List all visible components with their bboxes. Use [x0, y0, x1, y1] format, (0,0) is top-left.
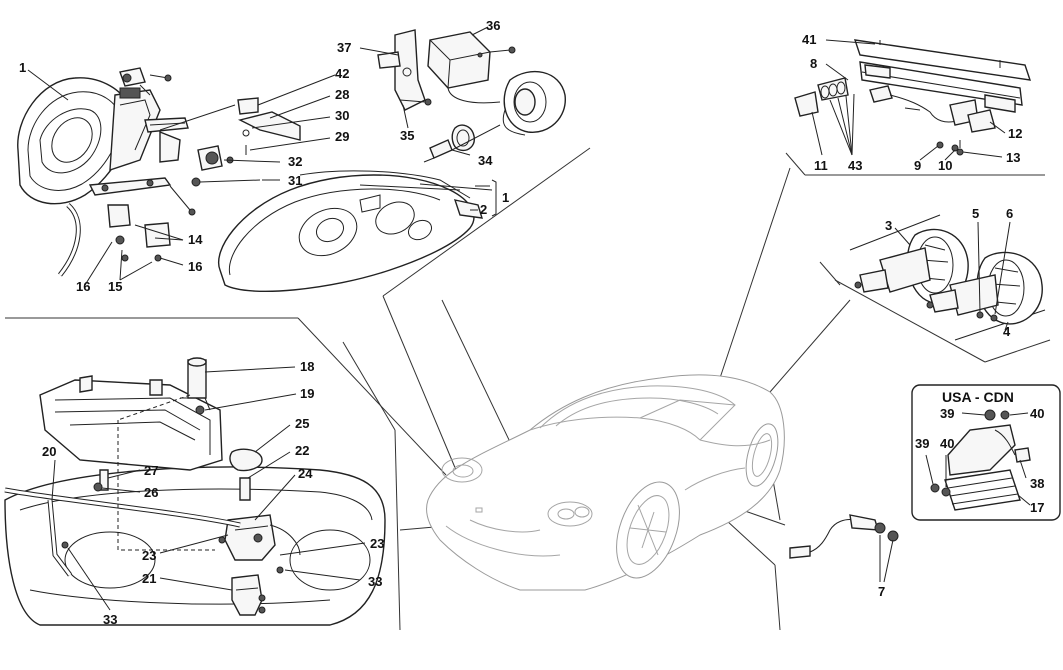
- brake-light-assembly: [794, 39, 1032, 156]
- callout-32: 32: [288, 154, 302, 169]
- callout-18: 18: [300, 359, 314, 374]
- callout-17: 17: [1030, 500, 1044, 515]
- sensor-cable: [789, 514, 899, 559]
- callout-31: 31: [288, 173, 302, 188]
- callout-16b: 16: [76, 279, 90, 294]
- callout-4: 4: [1003, 324, 1011, 339]
- callout-15: 15: [108, 279, 122, 294]
- callout-11: 11: [814, 158, 828, 173]
- callout-1: 1: [19, 60, 26, 75]
- callout-2: 2: [480, 202, 487, 217]
- callout-33b: 33: [103, 612, 117, 627]
- callout-34: 34: [478, 153, 493, 168]
- callout-27: 27: [144, 463, 158, 478]
- callout-33a: 33: [368, 574, 382, 589]
- callout-7: 7: [878, 584, 885, 599]
- callout-30: 30: [335, 108, 349, 123]
- callout-9: 9: [914, 158, 921, 173]
- callout-43: 43: [848, 158, 862, 173]
- callout-28: 28: [335, 87, 349, 102]
- callout-41: 41: [802, 32, 816, 47]
- callout-23b: 23: [370, 536, 384, 551]
- callout-40b: 40: [940, 436, 954, 451]
- callout-25: 25: [295, 416, 309, 431]
- usa-cdn-inset: [911, 384, 1061, 521]
- callout-16a: 16: [188, 259, 202, 274]
- callout-6: 6: [1006, 206, 1013, 221]
- headlight-lens-unit: [218, 170, 483, 293]
- callout-42: 42: [335, 66, 349, 81]
- callout-5: 5: [972, 206, 979, 221]
- callout-21: 21: [142, 571, 156, 586]
- callout-22: 22: [295, 443, 309, 458]
- callout-35: 35: [400, 128, 414, 143]
- callout-36: 36: [486, 18, 500, 33]
- callout-40a: 40: [1030, 406, 1044, 421]
- callout-24: 24: [298, 466, 313, 481]
- callout-14: 14: [188, 232, 203, 247]
- callout-23a: 23: [142, 548, 156, 563]
- callout-29: 29: [335, 129, 349, 144]
- callout-26: 26: [144, 485, 158, 500]
- callout-1b: 1: [502, 190, 509, 205]
- callout-37: 37: [337, 40, 351, 55]
- section-guides: [5, 147, 1051, 631]
- car-silhouette: [426, 374, 785, 591]
- leader-lines: [27, 26, 1031, 611]
- headlight-assembly-left: [17, 67, 301, 277]
- callout-13: 13: [1006, 150, 1020, 165]
- callout-39a: 39: [940, 406, 954, 421]
- callout-20: 20: [42, 444, 56, 459]
- ballast-control-unit: [377, 29, 566, 163]
- callout-8: 8: [810, 56, 817, 71]
- callout-3: 3: [885, 218, 892, 233]
- fog-lamp-assembly: [849, 214, 1046, 341]
- callout-19: 19: [300, 386, 314, 401]
- callout-39b: 39: [915, 436, 929, 451]
- bumper-washer-system: [4, 357, 386, 626]
- inset-label: USA - CDN: [942, 389, 1014, 405]
- callout-numbers: 1 37 36 42 28 30 29 35 34 32 31 2 1 14 1…: [19, 18, 1044, 627]
- callout-10: 10: [938, 158, 952, 173]
- callout-38: 38: [1030, 476, 1044, 491]
- callout-12: 12: [1008, 126, 1022, 141]
